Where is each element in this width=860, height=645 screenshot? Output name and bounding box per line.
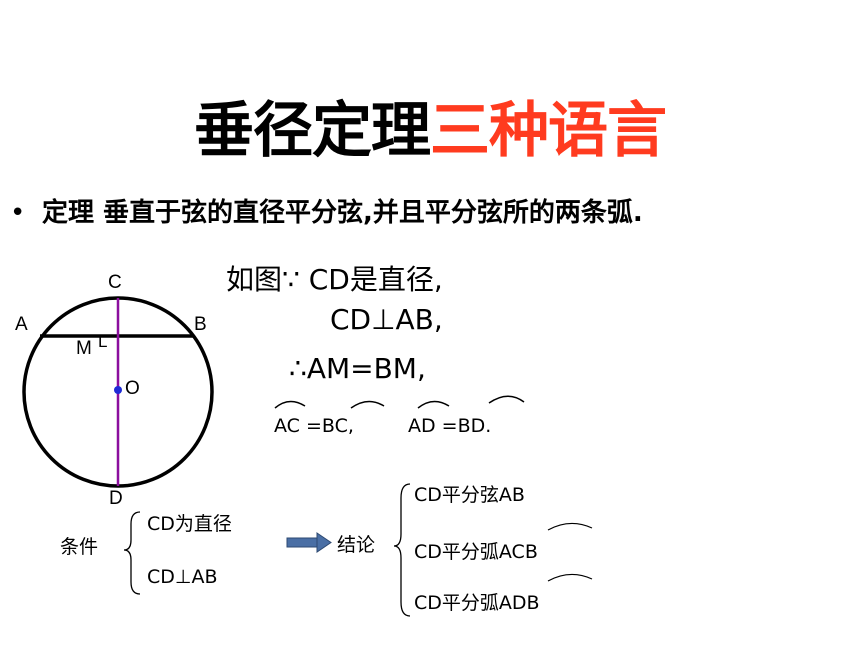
theorem-statement: • 定理 垂直于弦的直径平分弦,并且平分弦所的两条弧.	[10, 192, 643, 229]
arc-mark-bd	[488, 395, 525, 404]
condition-item-perpendicular: CD⊥AB	[147, 566, 218, 588]
bullet-dot: •	[10, 198, 26, 228]
condition-label: 条件	[60, 536, 99, 558]
arc-mark-ac	[274, 400, 306, 409]
arc-mark-adb	[547, 573, 593, 582]
conclusion-item-arc-adb: CD平分弧ADB	[414, 592, 540, 614]
title-part-red: 三种语言	[430, 96, 667, 166]
theorem-text: 定理 垂直于弦的直径平分弦,并且平分弦所的两条弧.	[42, 198, 643, 228]
condition-item-diameter: CD为直径	[147, 513, 232, 535]
arc-mark-bc	[350, 400, 385, 409]
arc-mark-acb	[547, 522, 593, 531]
conclusion-label: 结论	[337, 534, 376, 556]
label-m: M	[76, 338, 92, 359]
proof-arcs-1: AC =BC,	[274, 415, 354, 437]
label-b: B	[194, 314, 207, 335]
center-point	[114, 386, 122, 394]
label-o: O	[125, 378, 140, 399]
proof-line-3: ∴AM=BM,	[289, 352, 426, 385]
arrow-icon	[286, 532, 332, 553]
proof-arcs-2: AD =BD.	[408, 415, 492, 437]
proof-line-1: 如图∵ CD是直径,	[226, 263, 443, 296]
condition-brace	[123, 511, 141, 595]
label-a: A	[15, 314, 28, 335]
conclusion-item-chord: CD平分弦AB	[414, 484, 525, 506]
right-angle-mark: L	[98, 332, 108, 351]
title-part-black: 垂径定理	[194, 96, 431, 166]
label-c: C	[108, 272, 122, 293]
conclusion-brace	[393, 483, 411, 617]
page-title: 垂径定理三种语言	[0, 82, 860, 169]
arc-mark-ad	[417, 400, 450, 409]
label-d: D	[109, 488, 123, 509]
proof-line-2: CD⊥AB,	[330, 303, 443, 336]
conclusion-item-arc-acb: CD平分弧ACB	[414, 541, 538, 563]
